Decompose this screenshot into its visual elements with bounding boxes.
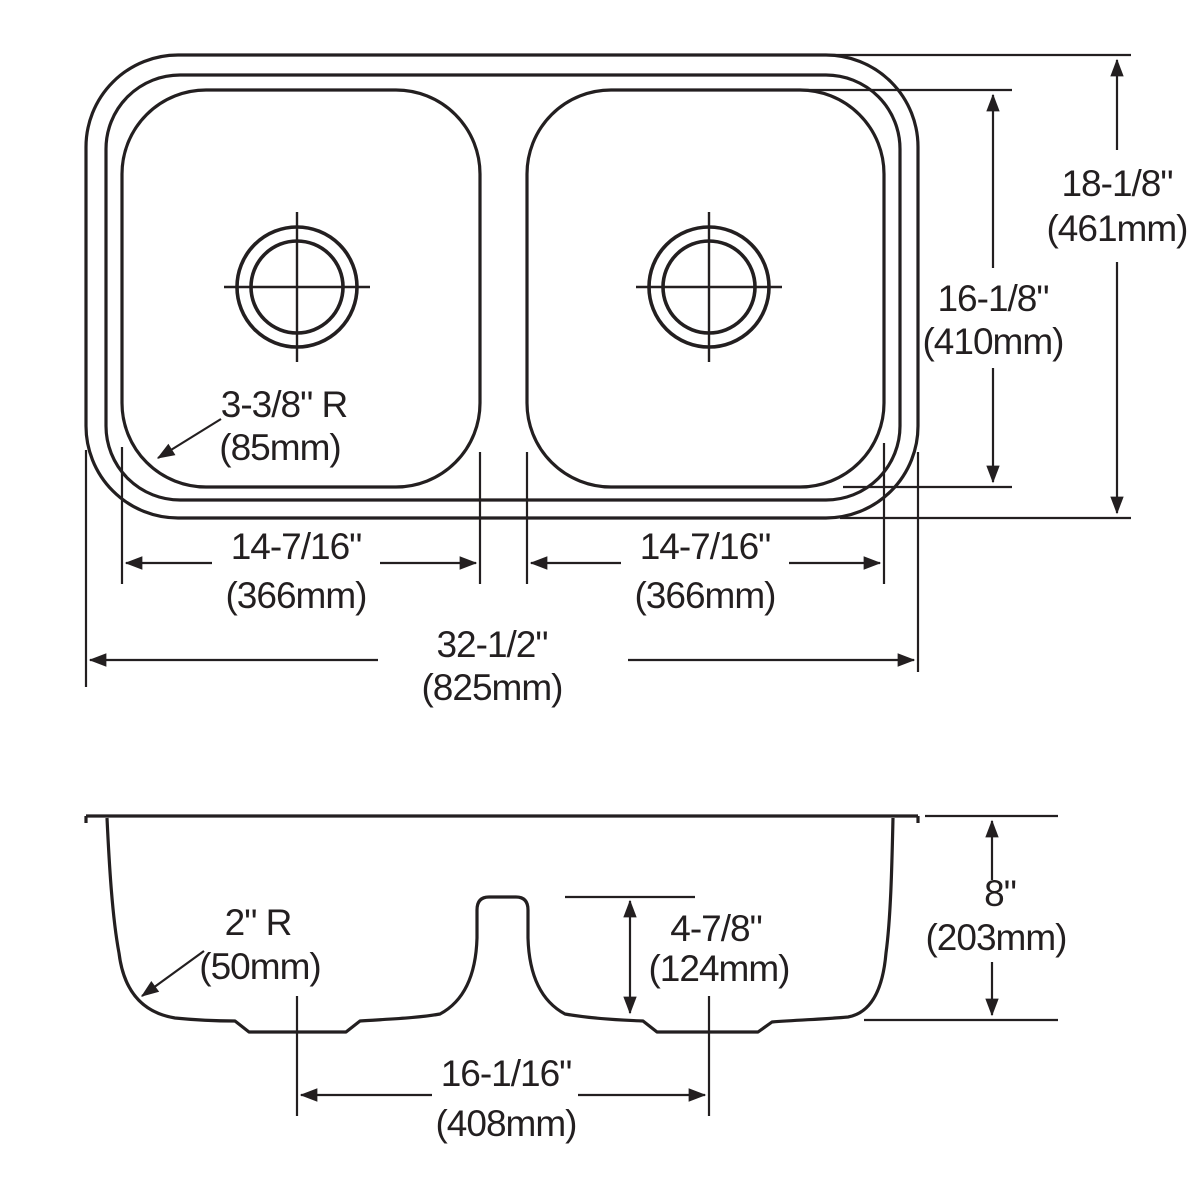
dim-label-mm: (203mm) (925, 917, 1066, 958)
dim-divider-height: 4-7/8" (124mm) (623, 899, 791, 1015)
left-drain-icon (224, 212, 370, 362)
leader-corner-radius: 3-3/8" R (85mm) (156, 384, 348, 468)
leader-bottom-radius: 2" R (50mm) (141, 902, 322, 997)
dim-label-inch: 8" (984, 873, 1016, 914)
dim-label-inch: 16-1/16" (441, 1053, 572, 1094)
dim-overall-width: 32-1/2" (825mm) (88, 624, 916, 708)
dim-label-mm: (366mm) (634, 575, 775, 616)
radius-label-mm: (85mm) (219, 427, 340, 468)
dim-bowl-depth: 8" (203mm) (864, 814, 1068, 1022)
sink-rim-edge (104, 73, 902, 502)
dim-label-inch: 14-7/16" (640, 526, 771, 567)
dim-right-bowl-width: 14-7/16" (366mm) (529, 526, 882, 616)
dim-bowl-front-back: 16-1/8" (410mm) (922, 93, 1065, 484)
dim-label-inch: 4-7/8" (670, 908, 761, 949)
right-bowl (525, 88, 886, 489)
right-drain-icon (636, 212, 782, 362)
leader-arrow (156, 418, 222, 459)
dim-label-mm: (366mm) (225, 575, 366, 616)
dim-drain-spacing: 16-1/16" (408mm) (299, 1053, 707, 1144)
top-view: 18-1/8" (461mm) 16-1/8" (410mm) 3-3/8" R… (84, 53, 1189, 708)
bowl-section-outline (105, 817, 895, 1034)
side-view: 2" R (50mm) 4-7/8" (124mm) 8" (203mm) 16… (84, 814, 1068, 1144)
dim-label-mm: (410mm) (922, 321, 1063, 362)
dim-label-mm: (461mm) (1046, 208, 1187, 249)
dim-label-inch: 14-7/16" (231, 526, 362, 567)
dim-label-mm: (124mm) (648, 948, 789, 989)
left-bowl (120, 88, 482, 489)
dim-overall-depth: 18-1/8" (461mm) (1046, 58, 1189, 515)
radius-label-inch: 3-3/8" R (221, 384, 347, 425)
dim-label-inch: 32-1/2" (436, 624, 547, 665)
leader-arrow (141, 950, 205, 997)
dim-label-mm: (408mm) (435, 1103, 576, 1144)
sink-outer-edge (84, 53, 920, 520)
dim-label-inch: 18-1/8" (1061, 163, 1172, 204)
radius-label-mm: (50mm) (199, 946, 320, 987)
radius-label-inch: 2" R (225, 902, 292, 943)
dim-left-bowl-width: 14-7/16" (366mm) (124, 526, 478, 616)
dim-label-inch: 16-1/8" (937, 278, 1048, 319)
dim-label-mm: (825mm) (421, 667, 562, 708)
